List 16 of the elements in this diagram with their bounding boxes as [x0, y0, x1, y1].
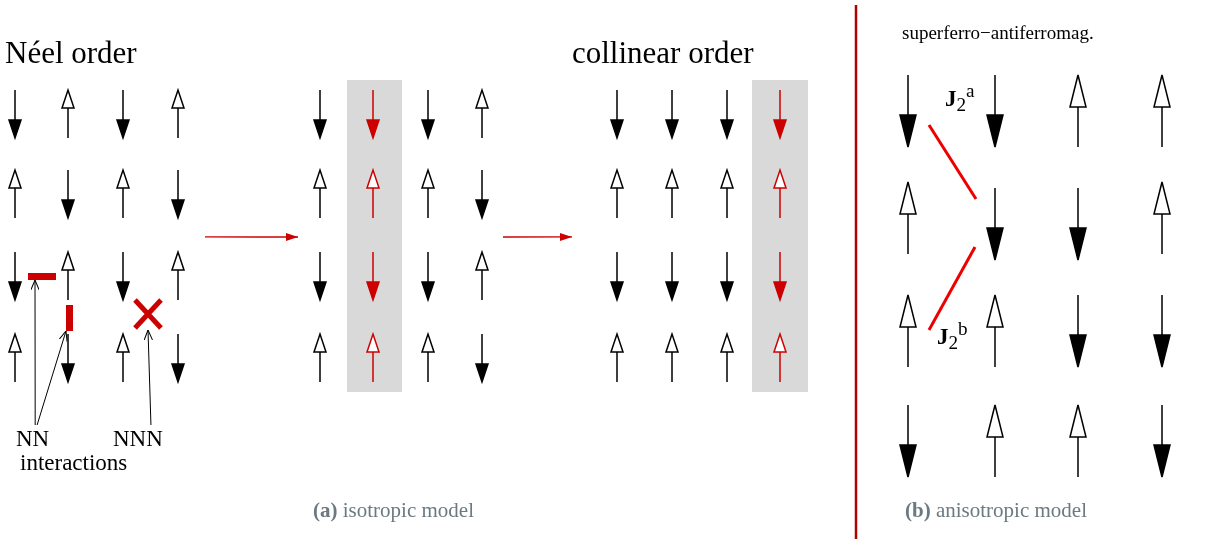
caption: (a) isotropic model	[313, 498, 474, 523]
transition-arrow	[502, 232, 573, 241]
interaction-label: NNN	[113, 425, 163, 453]
leader-line	[143, 329, 153, 426]
lattice-title: superferro−antiferromag.	[902, 22, 1094, 44]
lattice-title: Néel order	[5, 35, 137, 71]
lattice-title: collinear order	[572, 35, 754, 71]
interaction-label: NN	[16, 425, 50, 453]
caption: (b) anisotropic model	[905, 498, 1087, 523]
bond-mark	[66, 305, 73, 331]
transition-arrow	[204, 233, 299, 241]
bond-mark	[28, 273, 56, 280]
interactions-label: interactions	[20, 450, 128, 476]
leader-line	[36, 330, 68, 426]
cross-mark	[133, 298, 163, 330]
leader-line	[30, 279, 40, 426]
